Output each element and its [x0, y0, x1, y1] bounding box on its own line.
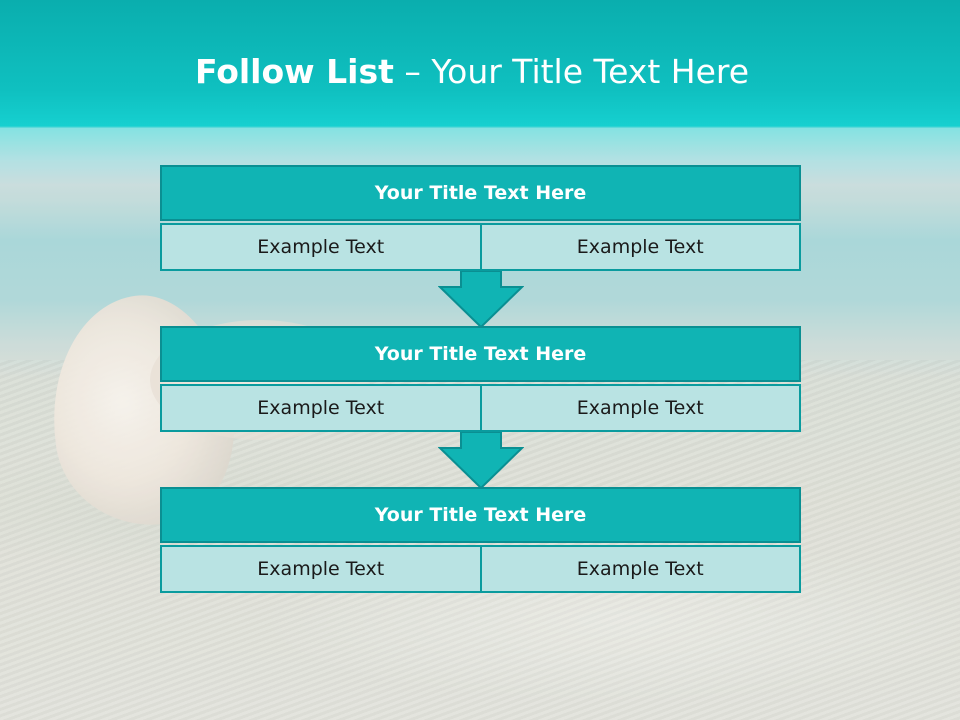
list-block-3: Your Title Text Here Example Text Exampl… [160, 487, 801, 593]
slide-title-bold: Follow List [194, 52, 394, 91]
block-title: Your Title Text Here [160, 487, 801, 543]
block-title: Your Title Text Here [160, 326, 801, 382]
list-block-2: Your Title Text Here Example Text Exampl… [160, 326, 801, 432]
block-row: Example Text Example Text [160, 384, 801, 432]
block-row: Example Text Example Text [160, 223, 801, 271]
block-cell-right: Example Text [481, 545, 801, 593]
block-cell-left: Example Text [160, 223, 482, 271]
block-cell-right: Example Text [481, 384, 801, 432]
down-arrow-icon [438, 271, 524, 329]
list-block-1: Your Title Text Here Example Text Exampl… [160, 165, 801, 271]
block-title: Your Title Text Here [160, 165, 801, 221]
slide-title: Follow List – Your Title Text Here [0, 52, 944, 91]
down-arrow-icon [438, 432, 524, 490]
block-cell-right: Example Text [481, 223, 801, 271]
slide-title-rest: – Your Title Text Here [393, 52, 750, 91]
block-cell-left: Example Text [160, 545, 482, 593]
block-cell-left: Example Text [160, 384, 482, 432]
block-row: Example Text Example Text [160, 545, 801, 593]
